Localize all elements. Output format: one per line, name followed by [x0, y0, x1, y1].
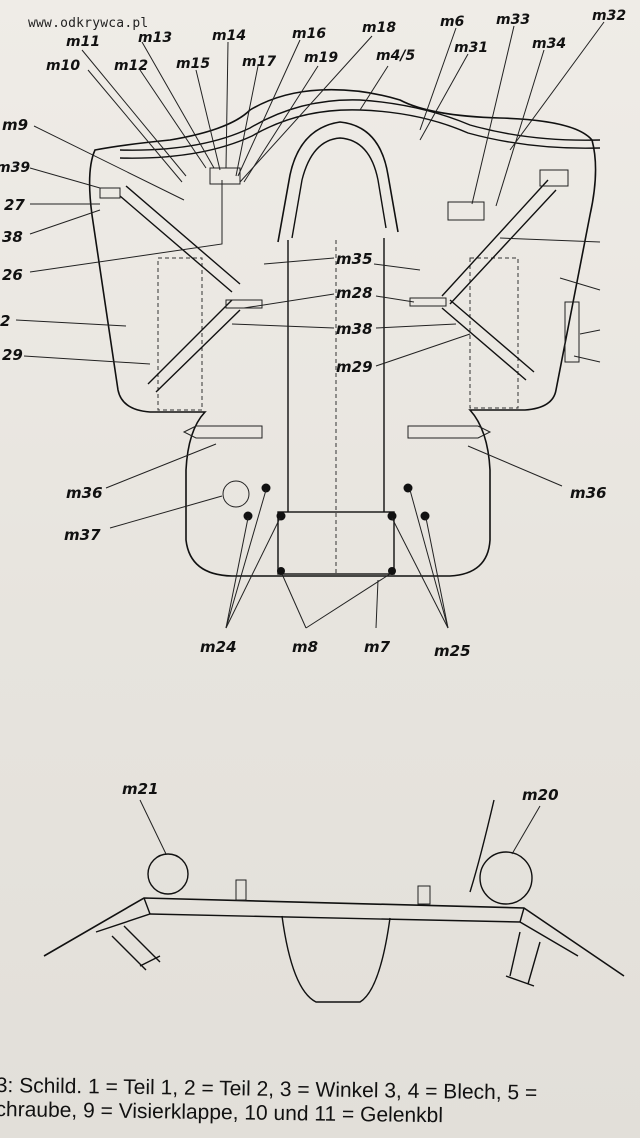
label-m11: m11: [66, 34, 100, 50]
label-m33: m33: [496, 12, 530, 28]
right-hinge-plate: [469, 257, 519, 409]
label-m29: m29: [336, 358, 373, 376]
part-m20: [479, 851, 533, 905]
label-27: 27: [4, 196, 25, 214]
figure-caption: 3: Schild. 1 = Teil 1, 2 = Teil 2, 3 = W…: [0, 1074, 640, 1131]
left-hinge-plate: [157, 257, 203, 411]
rivet: [420, 511, 430, 521]
label-m19: m19: [304, 50, 338, 66]
label-m36-left: m36: [66, 484, 103, 502]
bolt-m36-right: [407, 425, 492, 439]
top-rail-inner: [119, 109, 601, 159]
fitting-right-side: [564, 301, 580, 363]
label-m17: m17: [242, 54, 276, 70]
label-m38: m38: [336, 320, 373, 338]
label-m6: m6: [440, 14, 465, 30]
label-m31: m31: [454, 40, 488, 56]
label-m35: m35: [336, 250, 373, 268]
fitting-center-top: [209, 167, 241, 185]
watermark: www.odkrywca.pl: [28, 16, 149, 31]
side-keel: [281, 915, 391, 1003]
part-m21: [147, 853, 189, 895]
label-m12: m12: [114, 58, 148, 74]
fitting-m39: [99, 187, 121, 199]
labels-top: m11 m13 m14 m16 m18 m6 m33 m32 m10 m12 m…: [46, 8, 626, 74]
bolt-m28-right: [409, 297, 447, 307]
side-rod: [469, 799, 495, 893]
label-38: 38: [2, 228, 23, 246]
label-m21: m21: [122, 780, 159, 798]
label-m25: m25: [434, 642, 471, 660]
label-29: 29: [2, 346, 23, 364]
label-2: 2: [0, 312, 10, 330]
rivet: [387, 511, 397, 521]
label-m8: m8: [292, 638, 318, 656]
label-m13: m13: [138, 30, 172, 46]
label-m16: m16: [292, 26, 326, 42]
rivet: [388, 567, 396, 575]
rivet: [261, 483, 271, 493]
shield-top-view: [88, 88, 601, 577]
label-m39: m39: [0, 160, 30, 176]
label-m18: m18: [362, 20, 396, 36]
rivet: [277, 567, 285, 575]
rivet: [243, 511, 253, 521]
label-m36-right: m36: [570, 484, 607, 502]
shield-outline: [88, 88, 597, 577]
side-fitting: [235, 879, 247, 901]
label-m7: m7: [364, 638, 391, 656]
fitting-right-top: [539, 169, 569, 187]
side-hinge-left: [111, 925, 161, 971]
labels-center: m35 m28 m38 m29 m36 m36 m37 m24 m8 m7 m2…: [64, 250, 607, 660]
side-plate: [43, 897, 625, 977]
part-m37: [222, 480, 250, 508]
shield-side-view: m21 m20: [43, 780, 625, 1003]
side-plate-lower: [95, 913, 579, 957]
label-26: 26: [2, 266, 23, 284]
side-hinge-right: [505, 931, 541, 987]
label-m10: m10: [46, 58, 80, 74]
label-m28: m28: [336, 284, 373, 302]
left-strut-low: [147, 299, 241, 393]
label-m34: m34: [532, 36, 566, 52]
right-strut: [441, 179, 557, 305]
label-m14: m14: [212, 28, 246, 44]
labels-left: m9 m39 27 38 26 2 29: [0, 116, 30, 364]
right-strut-low: [441, 299, 535, 381]
label-m4-5: m4/5: [376, 48, 415, 64]
visor-arch: [277, 121, 399, 243]
label-m37: m37: [64, 526, 101, 544]
rivet: [276, 511, 286, 521]
label-m9: m9: [2, 116, 28, 134]
visor-arch-inner: [291, 137, 387, 239]
label-m24: m24: [200, 638, 237, 656]
lower-plate: [277, 511, 395, 575]
leader-lines: [15, 21, 605, 629]
bolt-m36-left: [182, 425, 263, 439]
label-m32: m32: [592, 8, 626, 24]
side-fitting: [417, 885, 431, 905]
label-m20: m20: [522, 786, 559, 804]
rivet: [403, 483, 413, 493]
left-strut: [119, 185, 241, 293]
fitting-m33: [447, 201, 485, 221]
label-m15: m15: [176, 56, 210, 72]
